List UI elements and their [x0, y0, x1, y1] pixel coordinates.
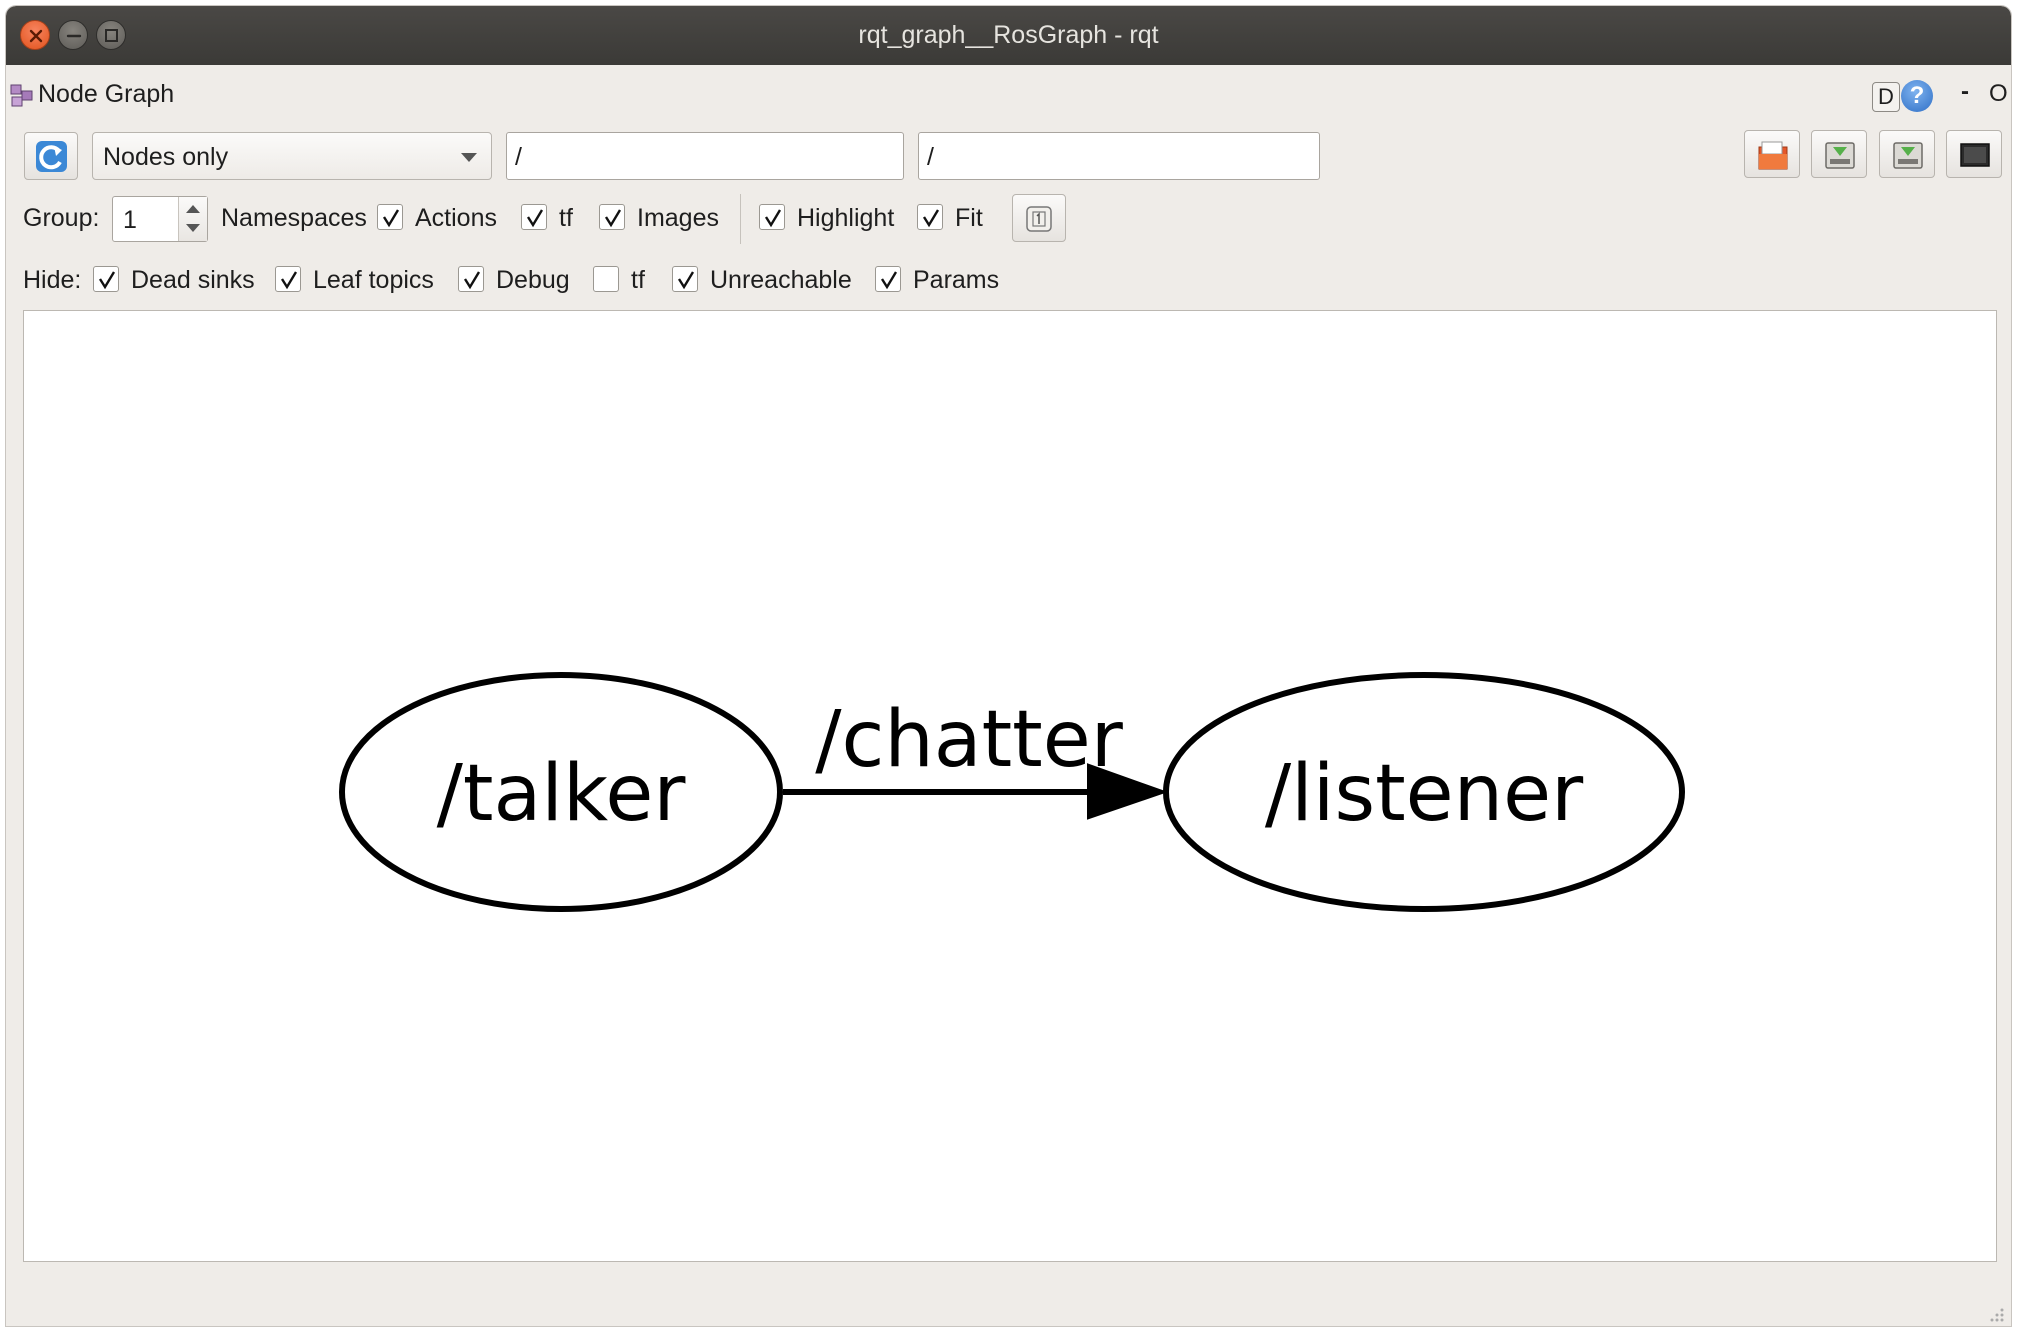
fit-in-view-icon: [1026, 206, 1052, 232]
minimize-button[interactable]: [58, 20, 88, 50]
checkmark-icon: [463, 271, 481, 290]
hide-options-row: Hide: Dead sinks Leaf topics Debug tf Un…: [6, 252, 2011, 310]
plugin-title: Node Graph: [38, 80, 175, 108]
node-graph-plugin-icon: [10, 84, 33, 107]
tf-hide-label: tf: [631, 266, 645, 294]
fit-checkbox[interactable]: [917, 204, 943, 230]
chevron-down-icon: [461, 153, 477, 162]
actions-checkbox[interactable]: [377, 204, 403, 230]
plugin-header: Node Graph D ? - O: [6, 68, 2011, 122]
rqt-window: rqt_graph__RosGraph - rqt Node Graph D ?…: [6, 6, 2011, 1326]
edge-arrowhead: [1087, 763, 1169, 820]
chevron-up-icon: [186, 205, 200, 213]
chevron-down-icon: [186, 224, 200, 232]
unreachable-checkbox[interactable]: [672, 266, 698, 292]
images-checkbox[interactable]: [599, 204, 625, 230]
debug-label: Debug: [496, 266, 570, 294]
graph-toolbar: Nodes only / /: [6, 126, 2011, 186]
checkmark-icon: [922, 209, 940, 228]
graph-mode-value: Nodes only: [103, 143, 229, 171]
resize-grip-icon[interactable]: [1986, 1304, 2006, 1324]
dead-sinks-label: Dead sinks: [131, 266, 255, 294]
actions-label: Actions: [415, 204, 497, 232]
edge-chatter-label: /chatter: [815, 695, 1124, 785]
params-checkbox[interactable]: [875, 266, 901, 292]
group-spinbox[interactable]: 1: [112, 196, 208, 242]
maximize-button[interactable]: [96, 20, 126, 50]
close-icon: [29, 29, 43, 43]
checkmark-icon: [98, 271, 116, 290]
save-image-button[interactable]: [1946, 130, 2002, 178]
refresh-icon: [36, 141, 67, 172]
dead-sinks-checkbox[interactable]: [93, 266, 119, 292]
group-stepper[interactable]: [178, 197, 207, 241]
refresh-button[interactable]: [24, 132, 78, 180]
minimize-icon: [66, 34, 82, 38]
images-label: Images: [637, 204, 719, 232]
save-dot-button[interactable]: [1811, 130, 1867, 178]
separator: [740, 194, 741, 244]
minimize-plugin-button[interactable]: -: [1961, 78, 1969, 105]
close-button[interactable]: [20, 20, 50, 50]
node-listener-label: /listener: [1265, 749, 1584, 839]
close-plugin-button[interactable]: O: [1989, 80, 2008, 107]
unreachable-label: Unreachable: [710, 266, 852, 294]
node-talker[interactable]: [339, 672, 783, 912]
group-label: Group:: [23, 204, 100, 232]
window-title: rqt_graph__RosGraph - rqt: [858, 21, 1159, 49]
open-file-icon: [1758, 141, 1788, 170]
dock-d-button[interactable]: D: [1872, 82, 1900, 112]
namespaces-label: Namespaces: [221, 204, 367, 232]
group-options-row: Group: 1 Namespaces Actions tf Images Hi…: [6, 190, 2011, 248]
checkmark-icon: [764, 209, 782, 228]
graph-canvas[interactable]: /talker /listener /chatter: [23, 310, 1997, 1262]
checkmark-icon: [677, 271, 695, 290]
leaf-topics-checkbox[interactable]: [275, 266, 301, 292]
group-value: 1: [123, 206, 137, 234]
node-talker-label: /talker: [437, 749, 687, 839]
leaf-topics-label: Leaf topics: [313, 266, 434, 294]
save-svg-button[interactable]: [1879, 130, 1935, 178]
title-bar[interactable]: rqt_graph__RosGraph - rqt: [6, 6, 2011, 65]
hide-label: Hide:: [23, 266, 82, 294]
graph-svg: /talker /listener /chatter: [339, 672, 1685, 912]
fit-label: Fit: [955, 204, 983, 232]
checkmark-icon: [382, 209, 400, 228]
debug-checkbox[interactable]: [458, 266, 484, 292]
checkmark-icon: [880, 271, 898, 290]
params-label: Params: [913, 266, 1000, 294]
tf-hide-checkbox[interactable]: [593, 266, 619, 292]
save-svg-icon: [1893, 142, 1923, 169]
fit-in-view-button[interactable]: [1012, 194, 1066, 242]
checkmark-icon: [526, 209, 544, 228]
help-button[interactable]: ?: [1901, 80, 1933, 112]
screenshot-icon: [1960, 143, 1990, 167]
topic-filter-input[interactable]: /: [918, 132, 1320, 180]
checkmark-icon: [280, 271, 298, 290]
checkmark-icon: [604, 209, 622, 228]
graph-mode-select[interactable]: Nodes only: [92, 132, 492, 180]
node-filter-input[interactable]: /: [506, 132, 904, 180]
highlight-checkbox[interactable]: [759, 204, 785, 230]
tf-group-label: tf: [559, 204, 573, 232]
highlight-label: Highlight: [797, 204, 895, 232]
save-dot-icon: [1825, 142, 1855, 169]
maximize-icon: [105, 29, 118, 42]
load-dot-button[interactable]: [1744, 130, 1800, 178]
tf-group-checkbox[interactable]: [521, 204, 547, 230]
